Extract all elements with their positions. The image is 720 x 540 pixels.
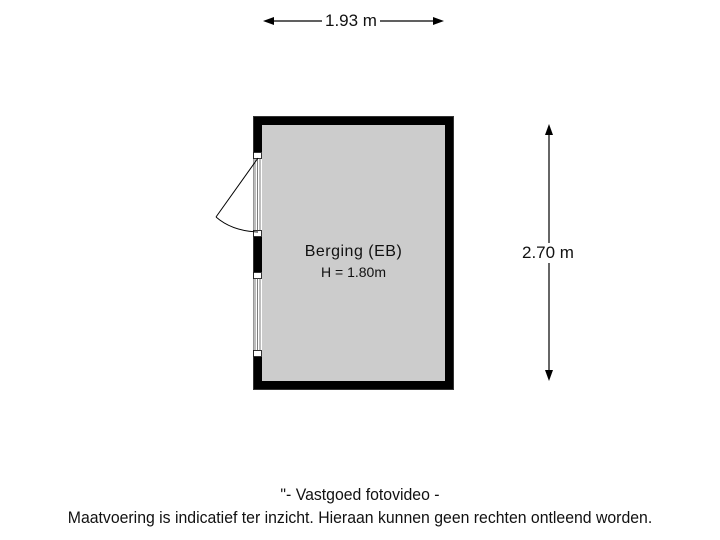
room-floor [262, 125, 445, 381]
length-dimension-label: 2.70 m [519, 243, 577, 263]
walls [253, 116, 454, 390]
footer-disclaimer: Maatvoering is indicatief ter inzicht. H… [67, 508, 653, 527]
footer-credit: "- Vastgoed fotovideo - [280, 485, 440, 504]
window [253, 272, 262, 357]
width-dimension-label: 1.93 m [322, 11, 380, 31]
room-name-label: Berging (EB) [304, 243, 403, 260]
door-leaf [215, 157, 259, 218]
room-height-label: H = 1.80m [321, 264, 386, 280]
door-swing-arc [215, 216, 259, 233]
door [215, 152, 262, 237]
